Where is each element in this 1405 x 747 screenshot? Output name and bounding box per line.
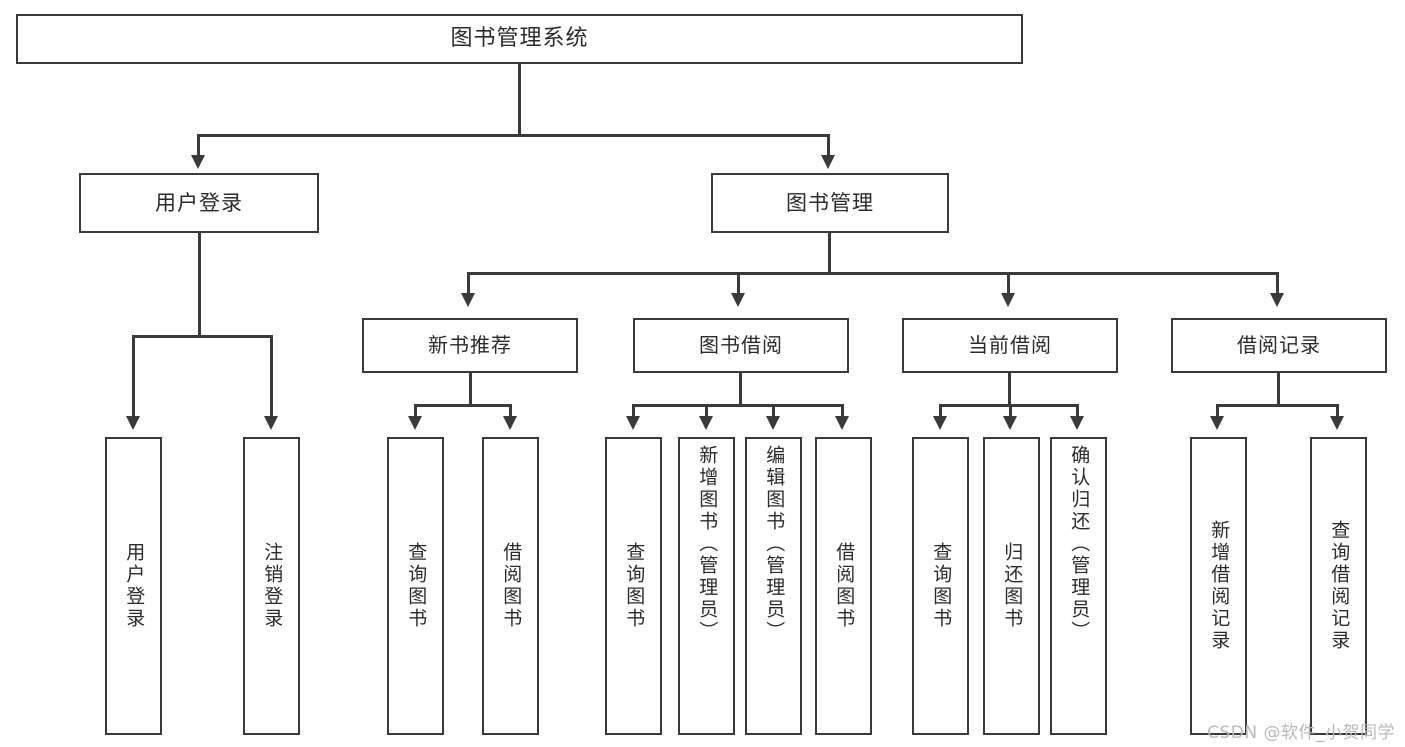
connector-book-borrow-child-1 <box>632 404 635 419</box>
node-label: 图书借阅 <box>699 333 783 357</box>
arrowhead-leaf-book-borrow-4 <box>835 416 849 430</box>
connector-book-borrow-bus <box>632 404 844 407</box>
connector-user-login-bus <box>132 335 273 338</box>
connector-book-borrow-child-3 <box>772 404 775 419</box>
node-label: 查询图书 <box>930 542 953 630</box>
leaf-user-login-logout[interactable]: 注销登录 <box>243 437 300 735</box>
arrowhead-leaf-new-book-2 <box>503 416 517 430</box>
node-current-borrow[interactable]: 当前借阅 <box>902 318 1118 373</box>
arrowhead-leaf-current-borrow-2 <box>1003 416 1017 430</box>
connector-new-book-child-1 <box>414 404 417 419</box>
leaf-current-borrow-query[interactable]: 查询图书 <box>912 437 969 735</box>
connector-book-manage-stem <box>828 233 831 275</box>
node-label: 新增借阅记录 <box>1208 520 1231 652</box>
connector-current-borrow-child-2 <box>1009 404 1012 419</box>
leaf-book-borrow-query[interactable]: 查询图书 <box>605 437 662 735</box>
connector-new-book-bus <box>414 404 512 407</box>
arrowhead-new-book <box>461 293 475 307</box>
leaf-new-book-query[interactable]: 查询图书 <box>387 437 444 735</box>
node-label: 新书推荐 <box>428 333 512 357</box>
arrowhead-book-manage <box>821 155 835 169</box>
node-label: 注销登录 <box>261 542 284 630</box>
node-borrow-record[interactable]: 借阅记录 <box>1171 318 1387 373</box>
connector-book-borrow-child-2 <box>705 404 708 419</box>
node-label: 新增图书（管理员） <box>696 445 719 643</box>
connector-current-borrow-child-3 <box>1076 404 1079 419</box>
node-label: 查询图书 <box>623 542 646 630</box>
connector-book-borrow-stem <box>739 373 742 406</box>
connector-current-borrow-stem <box>1008 373 1011 406</box>
node-label: 借阅图书 <box>500 542 523 630</box>
leaf-book-borrow-lend[interactable]: 借阅图书 <box>815 437 872 735</box>
arrowhead-leaf-book-borrow-2 <box>699 416 713 430</box>
arrowhead-leaf-user-login-2 <box>264 416 278 430</box>
node-book-borrow[interactable]: 图书借阅 <box>633 318 849 373</box>
node-user-login[interactable]: 用户登录 <box>79 173 319 233</box>
arrowhead-leaf-book-borrow-1 <box>626 416 640 430</box>
leaf-current-borrow-return[interactable]: 归还图书 <box>983 437 1040 735</box>
leaf-borrow-record-query[interactable]: 查询借阅记录 <box>1310 437 1367 735</box>
connector-to-borrow-record <box>1276 272 1279 296</box>
node-label: 归还图书 <box>1001 542 1024 630</box>
connector-user-login-child-1 <box>132 335 135 419</box>
node-label: 编辑图书（管理员） <box>763 445 786 643</box>
arrowhead-leaf-borrow-record-2 <box>1330 416 1344 430</box>
connector-current-borrow-child-1 <box>939 404 942 419</box>
connector-to-current-borrow <box>1007 272 1010 296</box>
node-label: 用户登录 <box>123 542 146 630</box>
arrowhead-current-borrow <box>1001 293 1015 307</box>
connector-root-to-book-manage <box>827 134 830 158</box>
leaf-borrow-record-add[interactable]: 新增借阅记录 <box>1190 437 1247 735</box>
node-label: 当前借阅 <box>968 333 1052 357</box>
node-label: 图书管理系统 <box>450 26 589 52</box>
node-label: 确认归还（管理员） <box>1068 445 1091 643</box>
node-label: 查询图书 <box>405 542 428 630</box>
connector-borrow-record-bus <box>1216 404 1338 407</box>
connector-root-bus <box>197 134 830 137</box>
leaf-book-borrow-edit[interactable]: 编辑图书（管理员） <box>745 437 802 735</box>
arrowhead-borrow-record <box>1270 293 1284 307</box>
node-label: 借阅记录 <box>1237 333 1321 357</box>
connector-borrow-record-stem <box>1277 373 1280 406</box>
connector-root-to-user-login <box>197 134 200 158</box>
connector-borrow-record-child-2 <box>1336 404 1339 419</box>
connector-user-login-child-2 <box>270 335 273 419</box>
leaf-book-borrow-add[interactable]: 新增图书（管理员） <box>678 437 735 735</box>
node-book-manage[interactable]: 图书管理 <box>711 173 949 233</box>
leaf-current-borrow-confirm[interactable]: 确认归还（管理员） <box>1050 437 1107 735</box>
leaf-user-login-login[interactable]: 用户登录 <box>105 437 162 735</box>
leaf-new-book-borrow[interactable]: 借阅图书 <box>482 437 539 735</box>
arrowhead-leaf-user-login-1 <box>126 416 140 430</box>
connector-book-manage-bus <box>467 272 1279 275</box>
arrowhead-book-borrow <box>731 293 745 307</box>
connector-user-login-stem <box>198 233 201 337</box>
arrowhead-leaf-current-borrow-1 <box>933 416 947 430</box>
arrowhead-leaf-borrow-record-1 <box>1210 416 1224 430</box>
node-new-book-recommend[interactable]: 新书推荐 <box>362 318 578 373</box>
arrowhead-leaf-current-borrow-3 <box>1070 416 1084 430</box>
arrowhead-leaf-new-book-1 <box>408 416 422 430</box>
connector-root-stem <box>518 64 521 136</box>
arrowhead-leaf-book-borrow-3 <box>766 416 780 430</box>
node-label: 用户登录 <box>155 190 243 215</box>
connector-to-book-borrow <box>737 272 740 296</box>
connector-new-book-stem <box>469 373 472 406</box>
connector-to-new-book <box>467 272 470 296</box>
node-root-system[interactable]: 图书管理系统 <box>16 14 1023 64</box>
arrowhead-user-login <box>191 155 205 169</box>
node-label: 查询借阅记录 <box>1328 520 1351 652</box>
node-label: 借阅图书 <box>833 542 856 630</box>
connector-new-book-child-2 <box>509 404 512 419</box>
connector-borrow-record-child-1 <box>1216 404 1219 419</box>
node-label: 图书管理 <box>786 190 874 215</box>
connector-book-borrow-child-4 <box>841 404 844 419</box>
